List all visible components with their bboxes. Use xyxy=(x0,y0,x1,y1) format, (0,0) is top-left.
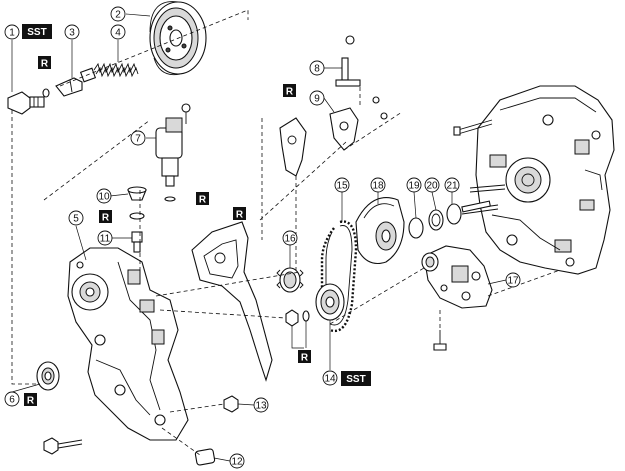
sst-tag-14: SST xyxy=(341,371,371,386)
bolt-bottom xyxy=(43,437,83,455)
callout-21: 21 xyxy=(444,177,460,193)
callout-17: 17 xyxy=(505,272,521,288)
callout-20: 20 xyxy=(424,177,440,193)
chain-tensioner-bracket xyxy=(279,117,307,177)
crank-sprocket xyxy=(276,267,304,293)
callout-10: 10 xyxy=(96,188,112,204)
callout-2: 2 xyxy=(110,6,126,22)
plug-13 xyxy=(223,395,239,413)
svg-text:3: 3 xyxy=(69,28,75,39)
callout-15: 15 xyxy=(334,177,350,193)
callout-18: 18 xyxy=(370,177,386,193)
callout-12: 12 xyxy=(229,453,245,469)
washer xyxy=(42,88,50,98)
svg-text:2: 2 xyxy=(115,10,121,21)
oil-pump xyxy=(421,245,493,351)
nut xyxy=(285,309,299,327)
svg-text:20: 20 xyxy=(426,181,438,192)
lock-washer xyxy=(302,310,310,322)
callout-11: 11 xyxy=(97,230,113,246)
svg-text:21: 21 xyxy=(446,181,458,192)
callout-19: 19 xyxy=(406,177,422,193)
chain-guide-bracket xyxy=(329,96,388,151)
oil-pipe xyxy=(131,231,143,253)
o-ring xyxy=(129,212,145,220)
svg-text:18: 18 xyxy=(372,181,384,192)
r-tag-washer: R xyxy=(38,56,51,70)
svg-text:7: 7 xyxy=(135,134,141,145)
r-tag-gasket: R xyxy=(233,207,246,221)
svg-text:8: 8 xyxy=(314,64,320,75)
callout-14: 14 xyxy=(322,370,338,386)
svg-text:R: R xyxy=(199,195,207,206)
svg-text:11: 11 xyxy=(100,234,111,245)
thrust-washer xyxy=(446,203,462,225)
svg-text:14: 14 xyxy=(324,374,336,385)
r-tag-oil-seal: R xyxy=(24,393,37,407)
svg-text:12: 12 xyxy=(231,457,243,468)
callout-9: 9 xyxy=(309,90,325,106)
svg-text:5: 5 xyxy=(73,214,79,225)
svg-text:R: R xyxy=(27,396,35,407)
spacer xyxy=(408,217,424,239)
svg-text:9: 9 xyxy=(314,94,320,105)
svg-text:R: R xyxy=(301,353,309,364)
callout-1: 1 xyxy=(4,24,20,40)
callout-16: 16 xyxy=(282,230,298,246)
svg-text:15: 15 xyxy=(336,181,348,192)
callout-4: 4 xyxy=(110,24,126,40)
oil-nozzle xyxy=(127,186,147,201)
front-cover-gasket xyxy=(191,221,273,382)
svg-text:R: R xyxy=(41,59,49,70)
r-tag-o-ring: R xyxy=(99,210,112,224)
svg-text:R: R xyxy=(286,87,294,98)
svg-text:1: 1 xyxy=(9,28,15,39)
relief-valve-plug xyxy=(55,67,97,97)
svg-text:SST: SST xyxy=(346,374,365,385)
balance-weight xyxy=(355,197,405,265)
front-cover xyxy=(67,247,189,441)
dowel-12 xyxy=(194,448,216,466)
svg-text:16: 16 xyxy=(284,234,296,245)
timing-chain xyxy=(320,220,358,333)
svg-text:4: 4 xyxy=(115,28,121,39)
bolt-8 xyxy=(335,35,361,87)
callout-3: 3 xyxy=(64,24,80,40)
key xyxy=(461,200,491,213)
oil-control-valve xyxy=(155,103,191,202)
r-tag-bracket: R xyxy=(283,84,296,98)
svg-text:17: 17 xyxy=(507,276,519,287)
svg-text:13: 13 xyxy=(255,401,267,412)
sst-tag-1: SST xyxy=(22,24,52,39)
needle-bearing xyxy=(428,209,444,231)
callout-13: 13 xyxy=(253,397,269,413)
svg-text:19: 19 xyxy=(408,181,420,192)
svg-text:R: R xyxy=(102,213,110,224)
callout-7: 7 xyxy=(130,130,146,146)
r-tag-nut-washer: R xyxy=(298,350,311,364)
svg-text:6: 6 xyxy=(9,395,15,406)
r-tag-o-ring-valve: R xyxy=(196,192,209,206)
callout-5: 5 xyxy=(68,210,84,226)
engine-block xyxy=(453,85,615,275)
svg-text:R: R xyxy=(236,210,244,221)
eccentric-shaft-bolt xyxy=(7,91,45,115)
oil-pump-sprocket xyxy=(315,283,345,321)
svg-text:10: 10 xyxy=(98,192,110,203)
callout-8: 8 xyxy=(309,60,325,76)
oil-seal xyxy=(36,361,60,391)
callout-6: 6 xyxy=(4,391,20,407)
svg-text:SST: SST xyxy=(27,27,46,38)
